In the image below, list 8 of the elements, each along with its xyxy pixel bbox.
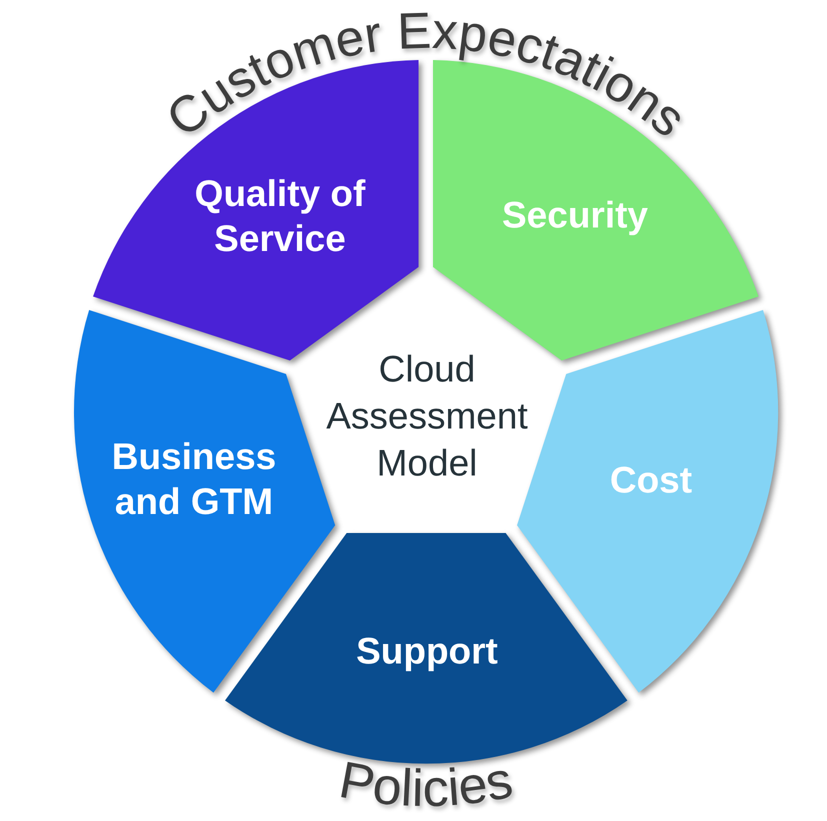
center-label: Cloud Assessment Model [326,348,528,484]
segment-label: Business and GTM [112,436,276,522]
curved-label: Policies [334,750,518,818]
segment-label: Support [356,630,498,672]
segment-label: Security [502,194,648,236]
wheel-segment [224,533,628,764]
segment-label: Cost [610,459,692,500]
segment-label: Quality of Service [194,172,366,259]
